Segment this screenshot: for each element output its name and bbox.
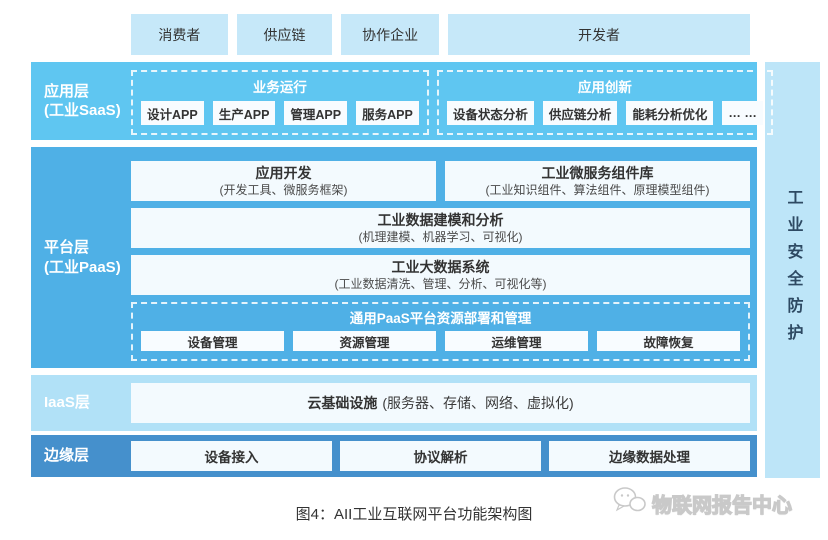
layer-paas: 平台层 (工业PaaS) 应用开发 (开发工具、微服务框架) 工业微服务组件库 …	[31, 147, 757, 368]
layer-paas-label: 平台层 (工业PaaS)	[44, 147, 139, 368]
layer-bands: 应用层 (工业SaaS) 业务运行 设计APP 生产APP 管理APP 服务AP…	[31, 62, 773, 478]
card-data-modeling: 工业数据建模和分析 (机理建模、机器学习、可视化)	[131, 208, 750, 248]
chip-device-status-analysis: 设备状态分析	[446, 101, 534, 125]
card-microservice-library: 工业微服务组件库 (工业知识组件、算法组件、原理模型组件)	[445, 161, 750, 201]
layer-edge: 边缘层 设备接入 协议解析 边缘数据处理	[31, 435, 757, 477]
chip-management-app: 管理APP	[284, 101, 348, 125]
actors-row: 消费者 供应链 协作企业 开发者	[131, 14, 750, 55]
layer-iaas-label: IaaS层	[44, 375, 139, 431]
card-app-development-title: 应用开发	[255, 165, 312, 182]
card-cloud-infrastructure-title: 云基础设施	[307, 395, 378, 411]
layer-edge-label: 边缘层	[44, 435, 139, 477]
chip-supply-chain-analysis: 供应链分析	[542, 101, 618, 125]
card-microservice-library-desc: (工业知识组件、算法组件、原理模型组件)	[485, 182, 710, 197]
card-data-modeling-title: 工业数据建模和分析	[377, 212, 504, 229]
group-paas-resource-management: 通用PaaS平台资源部署和管理 设备管理 资源管理 运维管理 故障恢复	[131, 302, 750, 361]
layer-edge-content: 设备接入 协议解析 边缘数据处理	[131, 435, 750, 477]
card-big-data-system: 工业大数据系统 (工业数据清洗、管理、分析、可视化等)	[131, 255, 750, 295]
layer-saas-subname: (工业SaaS)	[44, 102, 121, 119]
security-bar-label: 工业安全防护	[784, 189, 802, 351]
chat-bubbles-logo-icon	[613, 486, 647, 520]
layer-iaas-name: IaaS层	[44, 394, 90, 412]
card-app-development-desc: (开发工具、微服务框架)	[219, 182, 348, 197]
card-big-data-system-desc: (工业数据清洗、管理、分析、可视化等)	[334, 276, 547, 291]
chip-design-app: 设计APP	[141, 101, 204, 125]
card-microservice-library-title: 工业微服务组件库	[541, 165, 654, 182]
card-cloud-infrastructure-desc: (服务器、存储、网络、虚拟化)	[382, 395, 574, 411]
group-business-operation-title: 业务运行	[252, 80, 307, 95]
layer-paas-subname: (工业PaaS)	[44, 258, 121, 276]
chip-energy-analysis: 能耗分析优化	[626, 101, 714, 125]
layer-paas-name: 平台层	[44, 239, 90, 256]
group-app-innovation-title: 应用创新	[577, 80, 632, 95]
chip-device-access: 设备接入	[131, 441, 332, 471]
group-business-operation-items: 设计APP 生产APP 管理APP 服务APP	[133, 101, 427, 125]
watermark: 物联网报告中心	[613, 486, 793, 520]
paas-row-1: 应用开发 (开发工具、微服务框架) 工业微服务组件库 (工业知识组件、算法组件、…	[131, 161, 750, 201]
group-business-operation: 业务运行 设计APP 生产APP 管理APP 服务APP	[131, 70, 429, 135]
layer-paas-content: 应用开发 (开发工具、微服务框架) 工业微服务组件库 (工业知识组件、算法组件、…	[131, 147, 750, 368]
paas-row-3: 工业大数据系统 (工业数据清洗、管理、分析、可视化等)	[131, 255, 750, 295]
group-paas-resource-management-items: 设备管理 资源管理 运维管理 故障恢复	[133, 331, 748, 351]
chip-device-management: 设备管理	[141, 331, 284, 351]
layer-saas-label: 应用层 (工业SaaS)	[44, 62, 139, 140]
group-app-innovation-items: 设备状态分析 供应链分析 能耗分析优化 … …	[439, 101, 771, 125]
layer-iaas-content: 云基础设施 (服务器、存储、网络、虚拟化)	[131, 375, 750, 431]
chip-edge-data-processing: 边缘数据处理	[549, 441, 750, 471]
security-bar: 工业安全防护	[765, 62, 820, 478]
watermark-label: 物联网报告中心	[651, 494, 792, 517]
actor-developer: 开发者	[448, 14, 750, 55]
layer-iaas: IaaS层 云基础设施 (服务器、存储、网络、虚拟化)	[31, 375, 757, 431]
actor-consumer: 消费者	[131, 14, 228, 55]
figure-caption: 图4：AII工业互联网平台功能架构图	[295, 506, 533, 523]
layer-edge-name: 边缘层	[44, 447, 90, 465]
paas-row-2: 工业数据建模和分析 (机理建模、机器学习、可视化)	[131, 208, 750, 248]
chip-service-app: 服务APP	[356, 101, 419, 125]
layer-saas-content: 业务运行 设计APP 生产APP 管理APP 服务APP 应用创新 设备状态分析…	[131, 62, 773, 140]
chip-protocol-parsing: 协议解析	[340, 441, 541, 471]
actor-supply-chain: 供应链	[236, 14, 333, 55]
group-paas-resource-management-title: 通用PaaS平台资源部署和管理	[349, 311, 532, 326]
diagram-body: 应用层 (工业SaaS) 业务运行 设计APP 生产APP 管理APP 服务AP…	[31, 62, 820, 478]
chip-ellipsis: … …	[722, 101, 763, 125]
layer-saas: 应用层 (工业SaaS) 业务运行 设计APP 生产APP 管理APP 服务AP…	[31, 62, 773, 140]
chip-production-app: 生产APP	[212, 101, 276, 125]
layer-saas-name: 应用层	[44, 82, 90, 100]
chip-failure-recovery: 故障恢复	[597, 331, 740, 351]
chip-ops-management: 运维管理	[445, 331, 588, 351]
card-big-data-system-title: 工业大数据系统	[391, 259, 490, 276]
card-cloud-infrastructure: 云基础设施 (服务器、存储、网络、虚拟化)	[131, 383, 750, 423]
actor-partner: 协作企业	[341, 14, 440, 55]
card-app-development: 应用开发 (开发工具、微服务框架)	[131, 161, 436, 201]
group-app-innovation: 应用创新 设备状态分析 供应链分析 能耗分析优化 … …	[436, 70, 773, 135]
chip-resource-management: 资源管理	[293, 331, 436, 351]
card-data-modeling-desc: (机理建模、机器学习、可视化)	[358, 229, 523, 244]
